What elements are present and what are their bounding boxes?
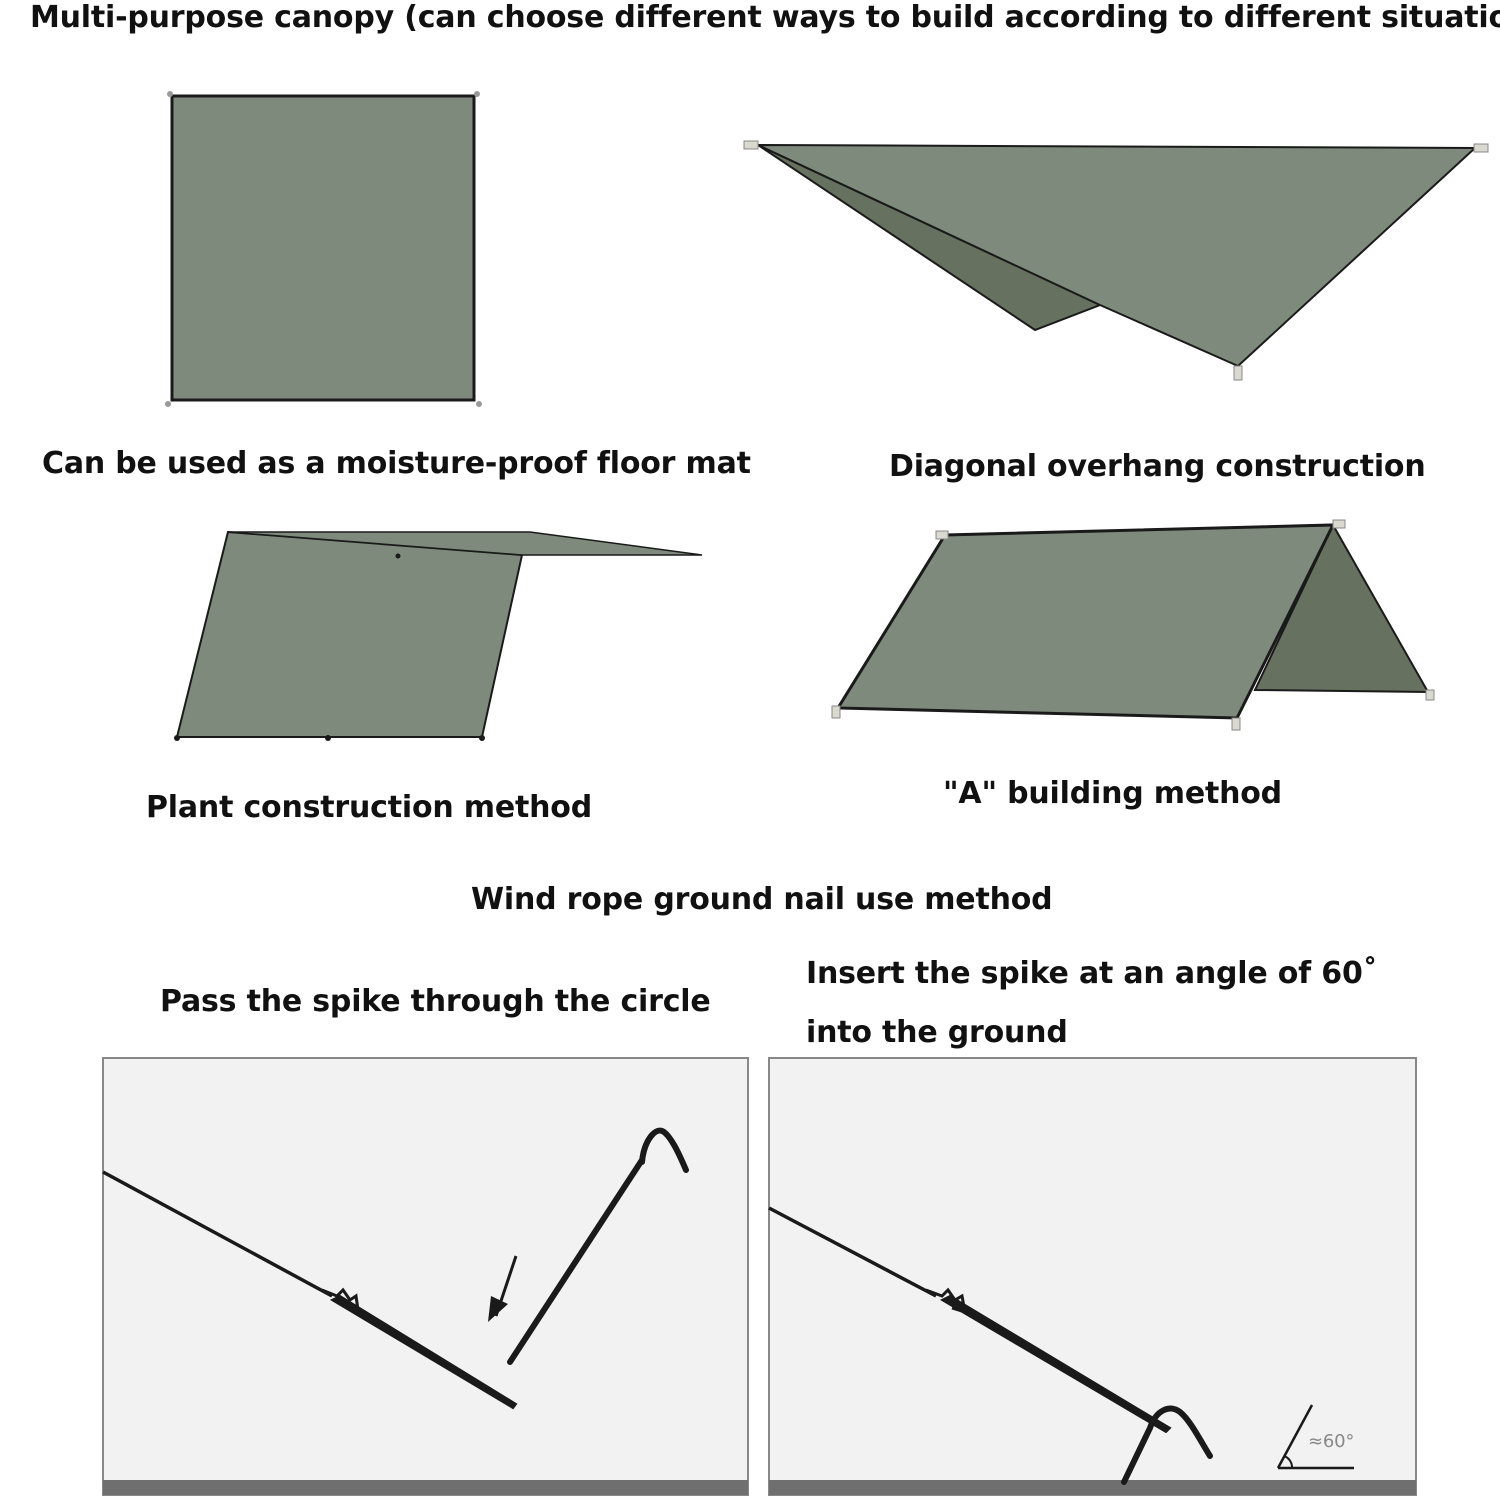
- angle-indicator-icon: [1276, 1404, 1354, 1470]
- diagonal-overhang-label: Diagonal overhang construction: [889, 449, 1426, 484]
- step1-label: Pass the spike through the circle: [160, 984, 711, 1019]
- page-title: Multi-purpose canopy (can choose differe…: [30, 0, 1500, 35]
- step2-label-line2: into the ground: [806, 1015, 1068, 1050]
- floor-mat-illustration: [165, 91, 482, 407]
- plant-construction-illustration: [174, 530, 703, 741]
- floor-mat-label: Can be used as a moisture-proof floor ma…: [42, 446, 751, 481]
- plant-construction-label: Plant construction method: [146, 790, 592, 825]
- spike-angle-panel: [768, 1057, 1417, 1496]
- angle-mark-label: ≈60°: [1308, 1431, 1355, 1452]
- a-building-label: "A" building method: [943, 776, 1282, 811]
- diagonal-overhang-illustration: [743, 140, 1489, 381]
- spike-through-circle-panel: [102, 1057, 749, 1496]
- a-frame-illustration: [831, 519, 1435, 731]
- wind-rope-heading: Wind rope ground nail use method: [471, 882, 1053, 917]
- step2-label-line1: Insert the spike at an angle of 60˚: [806, 956, 1378, 991]
- direction-arrow-icon: [488, 1255, 518, 1322]
